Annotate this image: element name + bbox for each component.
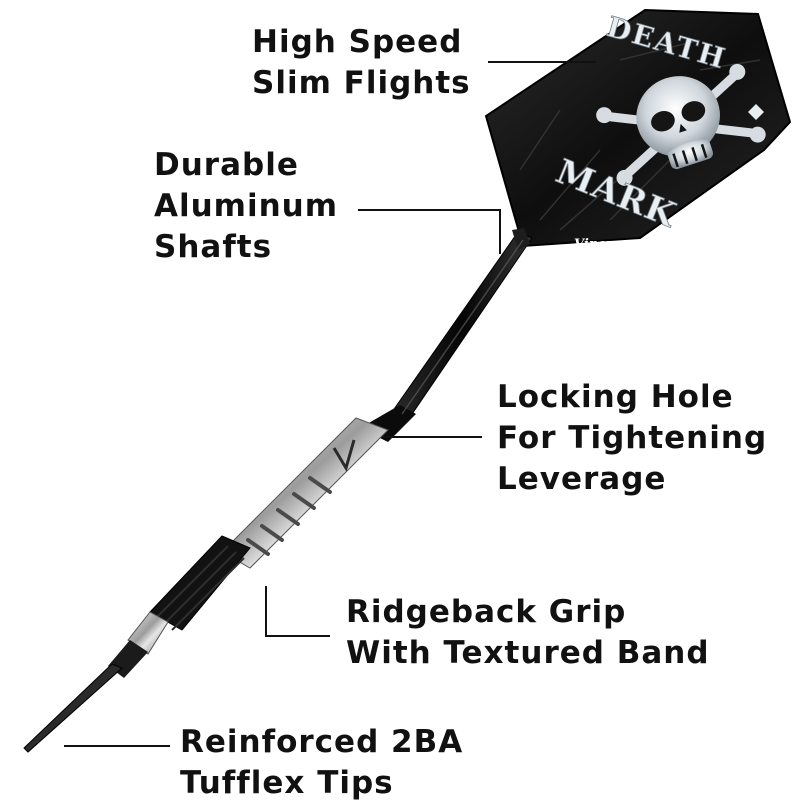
callout-grip: Ridgeback Grip With Textured Band bbox=[346, 592, 710, 674]
callout-tips-line1: Reinforced 2BA bbox=[180, 724, 464, 760]
callout-locking-line2: For Tightening bbox=[497, 420, 768, 456]
callout-shafts-line3: Shafts bbox=[154, 229, 273, 265]
grip-band bbox=[149, 535, 251, 631]
skull-crossbones-icon bbox=[596, 63, 766, 186]
callout-shafts-line2: Aluminum bbox=[154, 188, 339, 224]
leader-shafts bbox=[358, 209, 501, 254]
flight-diamond-icon bbox=[748, 104, 764, 120]
callout-shafts-line1: Durable bbox=[154, 147, 299, 183]
callout-locking-line3: Leverage bbox=[497, 461, 667, 497]
flight-brand-text: Viper bbox=[574, 237, 614, 252]
callout-tips-line2: Tufflex Tips bbox=[180, 765, 394, 800]
flight-texture bbox=[519, 39, 761, 231]
leader-grip bbox=[265, 586, 330, 637]
barrel bbox=[127, 417, 389, 655]
callout-grip-line1: Ridgeback Grip bbox=[346, 594, 627, 630]
tip bbox=[23, 640, 148, 753]
callout-shafts: Durable Aluminum Shafts bbox=[154, 145, 338, 268]
callout-tips: Reinforced 2BA Tufflex Tips bbox=[180, 722, 463, 800]
callout-locking-hole: Locking Hole For Tightening Leverage bbox=[497, 377, 767, 500]
callout-grip-line2: With Textured Band bbox=[346, 635, 710, 671]
leader-lines bbox=[64, 61, 596, 747]
callout-flights: High Speed Slim Flights bbox=[252, 22, 471, 104]
callout-locking-line1: Locking Hole bbox=[497, 379, 734, 415]
viper-logo-icon bbox=[332, 439, 356, 472]
flight: DEATH MARK Viper bbox=[484, 8, 792, 252]
callout-flights-line2: Slim Flights bbox=[252, 65, 471, 101]
callout-flights-line1: High Speed bbox=[252, 24, 463, 60]
